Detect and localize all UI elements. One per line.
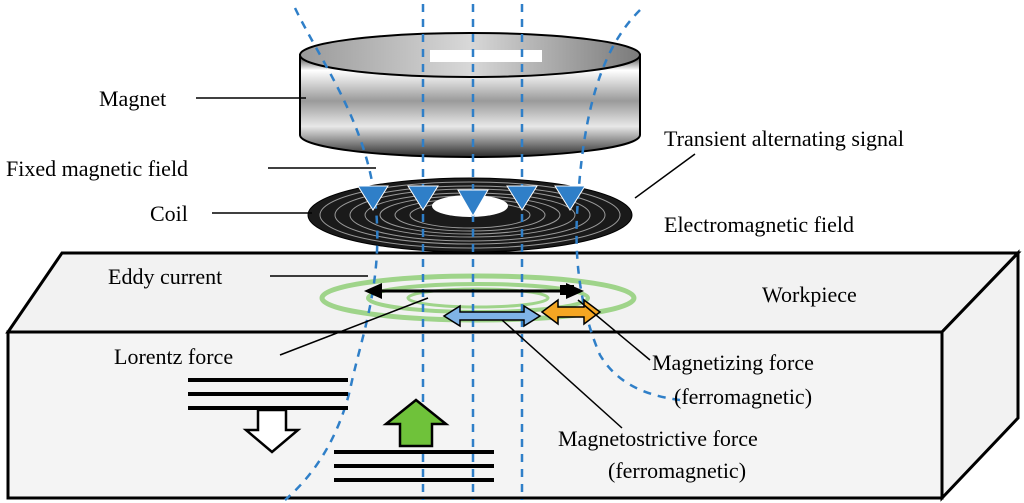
label-workpiece: Workpiece: [762, 282, 857, 307]
magnetostrictive-force-arrow: [442, 304, 542, 328]
wave-indicator-left: [188, 378, 348, 454]
magnet: [299, 32, 641, 158]
label-transient-signal: Transient alternating signal: [664, 126, 904, 151]
label-magnetizing-sub: (ferromagnetic): [674, 384, 812, 409]
label-magnet: Magnet: [99, 86, 166, 111]
label-eddy-current: Eddy current: [108, 264, 222, 289]
label-coil: Coil: [150, 201, 188, 226]
field-arrow-heads: [357, 185, 586, 218]
magnetic-field-lines: [284, 4, 681, 501]
label-em-field: Electromagnetic field: [664, 212, 854, 237]
workpiece-block: [5, 249, 1022, 502]
label-magnetizing-force: Magnetizing force: [652, 350, 814, 375]
label-fixed-field: Fixed magnetic field: [6, 156, 188, 181]
label-lorentz-force: Lorentz force: [114, 344, 233, 369]
eddy-current-arrow: [364, 283, 584, 299]
leader-lines: [196, 97, 696, 429]
wave-indicator-right: [334, 398, 494, 482]
label-magnetostrictive-force: Magnetostrictive force: [558, 426, 758, 451]
label-magnetostrictive-sub: (ferromagnetic): [608, 458, 746, 483]
